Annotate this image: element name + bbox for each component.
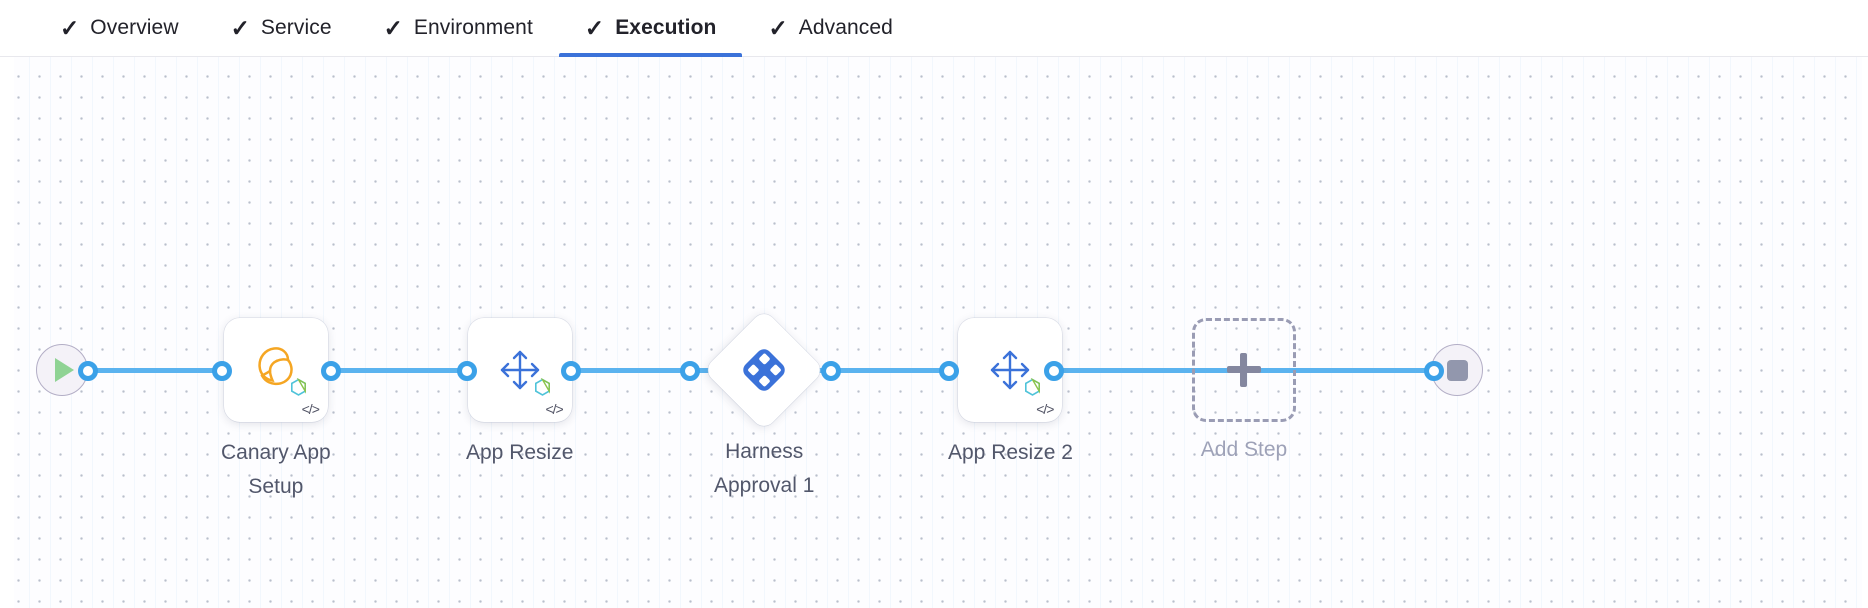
start-node-circle [36, 344, 88, 396]
tab-label: Environment [413, 16, 533, 39]
start-node[interactable] [36, 344, 88, 396]
resize-arrows-icon [491, 341, 549, 399]
step-card[interactable]: </> [467, 318, 572, 422]
step-label: App Resize [466, 441, 574, 464]
step-status-badge-icon [289, 377, 308, 402]
play-icon [55, 358, 74, 382]
add-step-node[interactable]: Add Step [1192, 318, 1296, 467]
tab-execution[interactable]: ✓ Execution [558, 0, 743, 57]
pipeline-execution-canvas[interactable]: </> Canary App Setup [0, 57, 1868, 608]
add-step-button[interactable] [1192, 318, 1296, 422]
check-icon: ✓ [383, 14, 403, 41]
tab-label: Overview [90, 16, 179, 39]
harness-logo-icon [737, 343, 791, 397]
connector-dot[interactable] [939, 361, 959, 381]
step-label: Harness Approval 1 [714, 440, 815, 498]
code-indicator: </> [301, 401, 320, 417]
tab-overview[interactable]: ✓ Overview [34, 0, 205, 57]
check-icon: ✓ [584, 14, 605, 41]
connector-dot[interactable] [457, 361, 477, 381]
tab-environment[interactable]: ✓ Environment [358, 0, 559, 57]
step-card[interactable]: </> [223, 318, 328, 422]
connector-dot[interactable] [1044, 361, 1064, 381]
connector-dot[interactable] [321, 361, 341, 381]
check-icon: ✓ [230, 14, 250, 41]
tab-advanced[interactable]: ✓ Advanced [742, 0, 918, 57]
connector-dot[interactable] [680, 361, 700, 381]
step-node-harness-approval-1[interactable]: Harness Approval 1 [703, 309, 826, 503]
pipeline-stage-tabs: ✓ Overview ✓ Service ✓ Environment ✓ Exe… [0, 0, 1868, 57]
step-node-canary-app-setup[interactable]: </> Canary App Setup [221, 318, 331, 504]
tab-label: Service [260, 16, 332, 39]
canary-bird-icon [247, 341, 305, 399]
connector-dot[interactable] [561, 361, 581, 381]
step-status-badge-icon [1023, 377, 1042, 402]
connector-dot[interactable] [78, 361, 98, 381]
step-status-badge-icon [533, 377, 552, 402]
resize-arrows-icon [981, 341, 1039, 399]
approval-diamond-card[interactable] [703, 309, 826, 431]
connector-dot[interactable] [1424, 361, 1444, 381]
tab-label: Execution [615, 16, 717, 39]
stop-icon [1446, 359, 1468, 381]
check-icon: ✓ [768, 14, 788, 41]
connector-dot[interactable] [821, 361, 841, 381]
connector-dot[interactable] [212, 361, 232, 381]
step-label: App Resize 2 [948, 441, 1073, 464]
code-indicator: </> [1036, 401, 1054, 417]
check-icon: ✓ [60, 14, 80, 41]
add-step-label: Add Step [1200, 438, 1288, 461]
tab-label: Advanced [798, 16, 893, 39]
tab-service[interactable]: ✓ Service [205, 0, 358, 57]
plus-icon [1227, 353, 1261, 387]
step-label: Canary App Setup [221, 441, 331, 499]
step-node-app-resize[interactable]: </> App Resize [466, 318, 573, 470]
code-indicator: </> [545, 401, 563, 417]
step-node-app-resize-2[interactable]: </> App Resize 2 [948, 318, 1073, 470]
